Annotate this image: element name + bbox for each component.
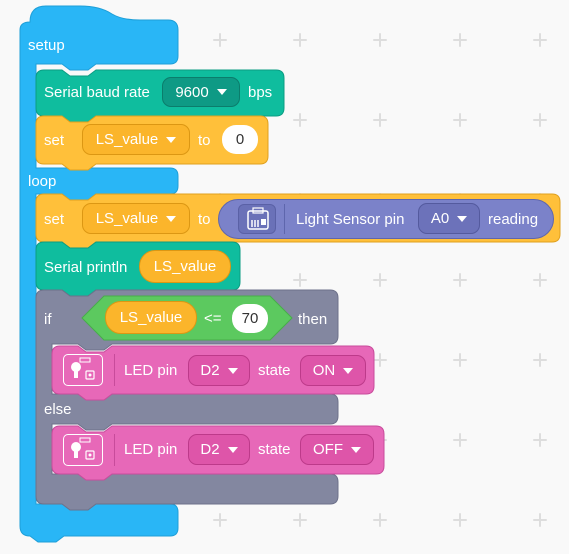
chevron-down-icon: [227, 367, 238, 374]
led-on-state-dropdown[interactable]: ON: [300, 355, 366, 386]
chevron-down-icon: [351, 446, 361, 453]
to-label-2: to: [198, 211, 211, 228]
baud-rate-dropdown[interactable]: 9600: [162, 77, 240, 107]
led-on-pin-value: D2: [200, 362, 220, 379]
chevron-down-icon: [166, 136, 177, 143]
chevron-down-icon: [227, 446, 238, 453]
separator: [284, 204, 285, 234]
separator: [114, 354, 115, 386]
set-value-input[interactable]: 0: [222, 125, 258, 154]
chevron-down-icon: [343, 367, 354, 374]
led-off-state-dropdown[interactable]: OFF: [300, 434, 374, 465]
variable-dropdown-1[interactable]: LS_value: [82, 124, 190, 155]
variable-name-2: LS_value: [95, 210, 159, 227]
led-on-state-value: ON: [312, 362, 336, 379]
led-module-icon: [63, 434, 103, 466]
set-label-2: set: [44, 211, 65, 228]
led-on-pin-dropdown[interactable]: D2: [188, 355, 250, 386]
println-variable-reporter[interactable]: LS_value: [139, 250, 231, 283]
then-label: then: [298, 311, 328, 328]
reading-label: reading: [488, 211, 539, 228]
sensor-pin-value: A0: [430, 210, 450, 227]
compare-variable-reporter[interactable]: LS_value: [105, 301, 197, 334]
led-off-pin-value: D2: [200, 441, 220, 458]
led-off-pin-dropdown[interactable]: D2: [188, 434, 250, 465]
led-off-state-value: OFF: [313, 441, 343, 458]
sensor-pin-dropdown[interactable]: A0: [418, 203, 480, 234]
set-label-1: set: [44, 132, 65, 149]
loop-label: loop: [28, 173, 57, 190]
separator: [114, 434, 115, 466]
variable-dropdown-2[interactable]: LS_value: [82, 203, 190, 234]
variable-name-1: LS_value: [95, 131, 159, 148]
println-label: Serial println: [44, 259, 128, 276]
chevron-down-icon: [457, 215, 468, 222]
compare-operator: <=: [204, 310, 222, 327]
baud-rate-value: 9600: [175, 83, 209, 101]
led-off-state-label: state: [258, 441, 291, 458]
baud-unit-label: bps: [248, 84, 273, 101]
to-label-1: to: [198, 132, 211, 149]
led-on-label: LED pin: [124, 362, 178, 379]
light-sensor-label: Light Sensor pin: [296, 211, 405, 228]
chevron-down-icon: [216, 89, 227, 95]
serial-baud-label: Serial baud rate: [44, 84, 150, 101]
setup-label: setup: [28, 37, 65, 54]
led-off-label: LED pin: [124, 441, 178, 458]
led-module-icon: [63, 354, 103, 386]
led-on-state-label: state: [258, 362, 291, 379]
if-label: if: [44, 311, 52, 328]
compare-value-input[interactable]: 70: [232, 304, 268, 333]
light-sensor-icon: [238, 204, 276, 234]
else-label: else: [44, 401, 72, 418]
chevron-down-icon: [166, 215, 177, 222]
